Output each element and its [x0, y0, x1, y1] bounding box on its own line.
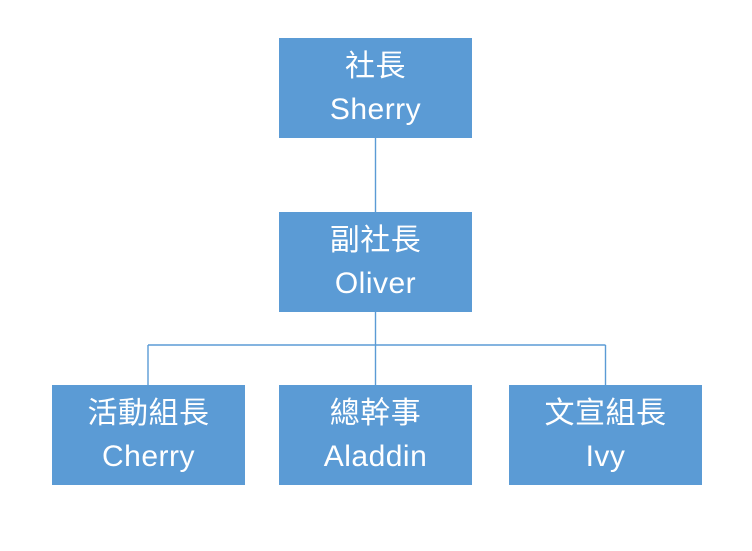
node-role-label: 社長	[345, 50, 406, 83]
node-person-label: Aladdin	[323, 440, 428, 473]
node-person-label: Oliver	[334, 267, 417, 300]
node-role-label: 總幹事	[329, 397, 422, 430]
org-node-secretary-general[interactable]: 總幹事 Aladdin	[279, 385, 472, 485]
org-node-president[interactable]: 社長 Sherry	[279, 38, 472, 138]
node-person-label: Sherry	[329, 93, 422, 126]
node-role-label: 文宣組長	[544, 397, 667, 430]
org-node-activities-lead[interactable]: 活動組長 Cherry	[52, 385, 245, 485]
node-person-label: Ivy	[585, 440, 626, 473]
node-role-label: 活動組長	[87, 397, 210, 430]
node-role-label: 副社長	[329, 224, 422, 257]
org-node-vice-president[interactable]: 副社長 Oliver	[279, 212, 472, 312]
org-node-publicity-lead[interactable]: 文宣組長 Ivy	[509, 385, 702, 485]
node-person-label: Cherry	[101, 440, 195, 473]
